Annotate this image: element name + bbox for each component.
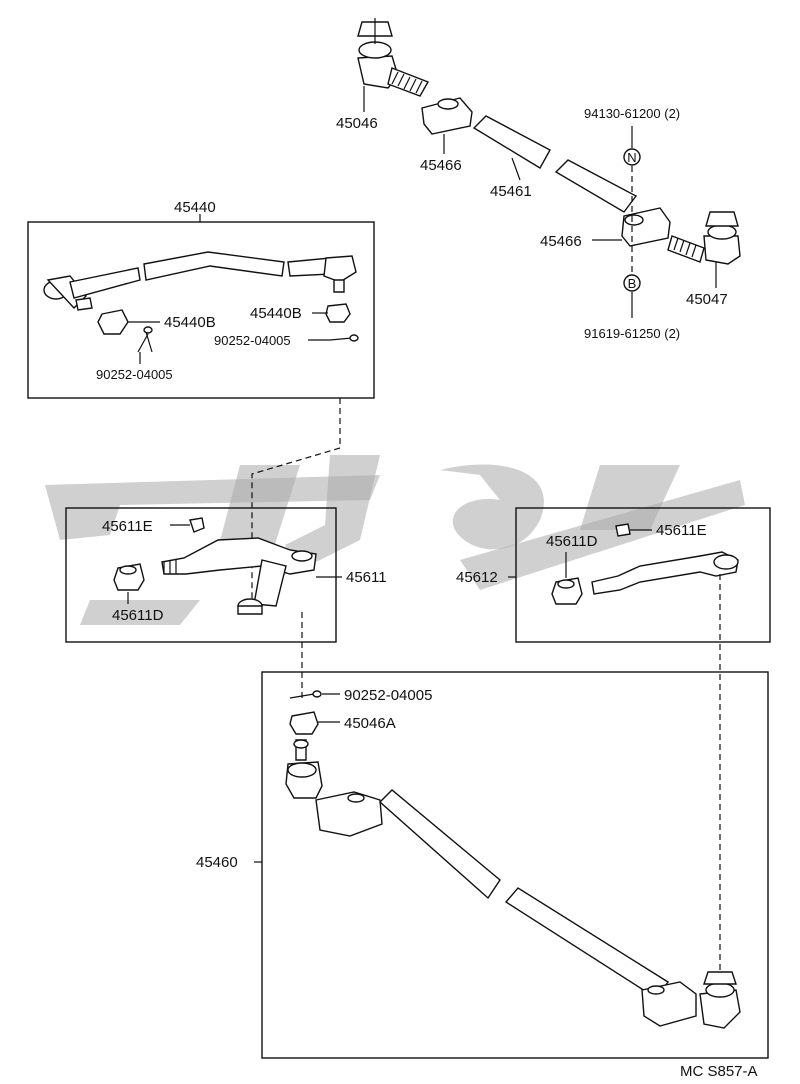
idler-arm-box bbox=[65, 507, 342, 643]
connect-line-1 bbox=[251, 398, 341, 600]
label-45046: 45046 bbox=[336, 115, 378, 132]
label-pin-relay: 90252-04005 bbox=[344, 687, 432, 704]
label-45612: 45612 bbox=[456, 569, 498, 586]
label-45046A: 45046A bbox=[344, 715, 396, 732]
diagram-code: MC S857-A bbox=[680, 1063, 758, 1080]
label-45611E-left: 45611E bbox=[102, 518, 153, 535]
label-nut-bottom: 91619-61250 (2) bbox=[584, 326, 680, 341]
label-45466-upper: 45466 bbox=[420, 157, 462, 174]
drag-link-box: 45440 bbox=[27, 199, 375, 399]
clamp-upper-part bbox=[421, 97, 473, 135]
tie-rod-end-left-part bbox=[357, 18, 430, 97]
marker-b: B bbox=[628, 276, 637, 291]
label-pin-right: 90252-04005 bbox=[214, 333, 291, 348]
label-45611: 45611 bbox=[346, 569, 387, 586]
watermark bbox=[45, 455, 745, 625]
adjusting-tube-part bbox=[472, 115, 638, 213]
idler-arm-right-box bbox=[508, 507, 771, 643]
marker-n: N bbox=[627, 150, 636, 165]
marker-b-circle bbox=[623, 274, 641, 292]
relay-rod-box bbox=[254, 671, 769, 1059]
label-bolt-top: 94130-61200 (2) bbox=[584, 106, 680, 121]
tie-rod-end-right-part bbox=[667, 211, 741, 265]
label-45611E-right: 45611E bbox=[656, 522, 707, 539]
label-45611D-right: 45611D bbox=[546, 533, 598, 550]
label-45047: 45047 bbox=[686, 291, 728, 308]
label-45440B-right: 45440B bbox=[250, 305, 302, 322]
label-45440B-left: 45440B bbox=[164, 314, 216, 331]
label-45461: 45461 bbox=[490, 183, 532, 200]
label-pin-left: 90252-04005 bbox=[96, 367, 173, 382]
label-45440: 45440 bbox=[174, 199, 216, 216]
marker-n-circle bbox=[623, 148, 641, 166]
label-45611D-left: 45611D bbox=[112, 607, 164, 624]
clamp-lower-part bbox=[621, 207, 671, 247]
label-45460: 45460 bbox=[196, 854, 238, 871]
label-45466-lower: 45466 bbox=[540, 233, 582, 250]
